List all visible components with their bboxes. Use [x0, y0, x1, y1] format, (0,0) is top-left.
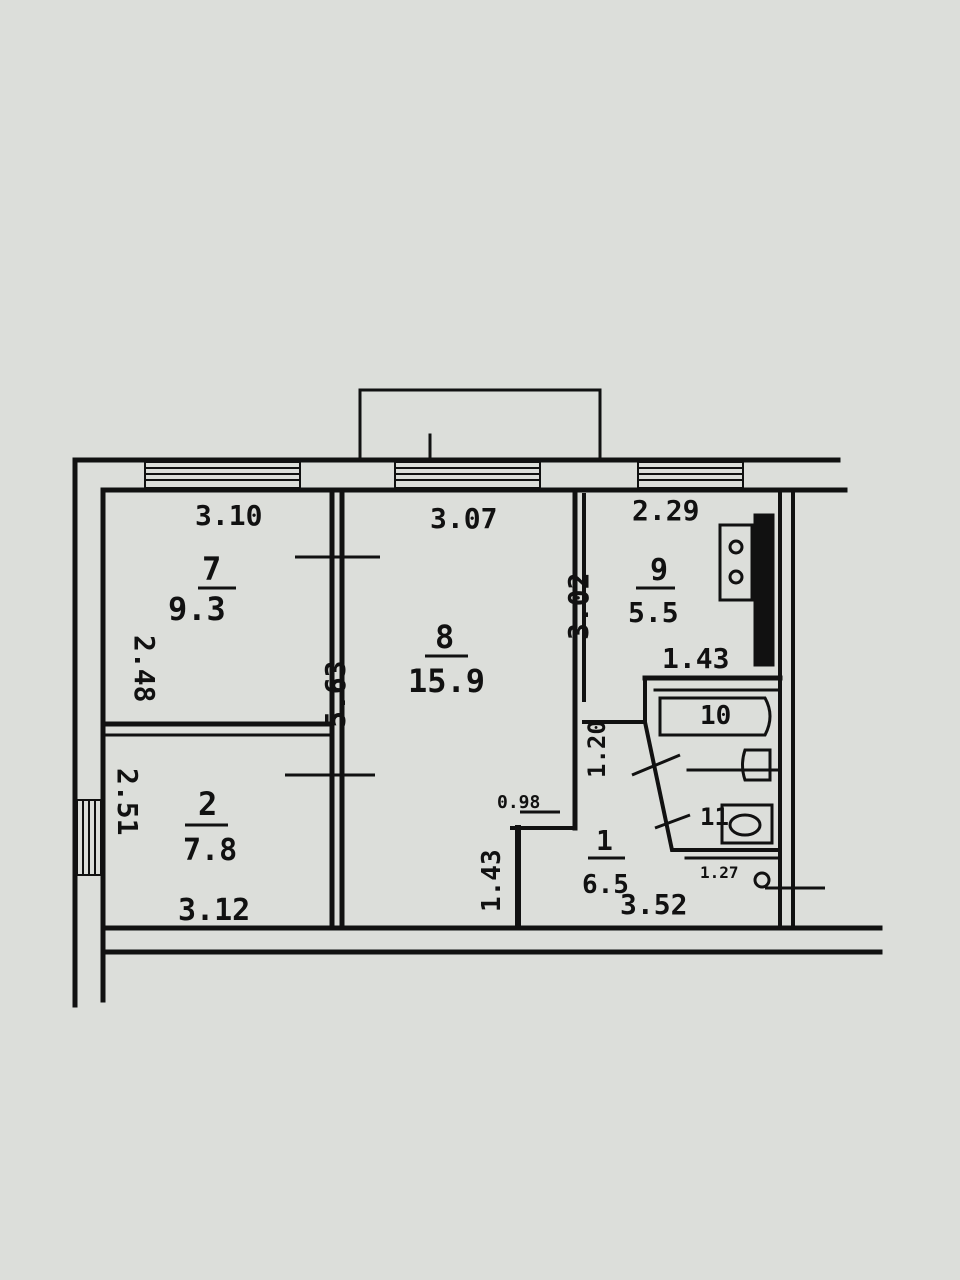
- toilet-icon: [720, 803, 774, 889]
- room-2-width: 3.12: [178, 893, 250, 928]
- room-8-number: 8: [435, 618, 454, 656]
- room-1: 1.20 0.98 1.43 1 6.5 3.52: [477, 720, 687, 921]
- windows: [76, 461, 744, 876]
- corridor-dim-2: 0.98: [497, 792, 540, 813]
- room-2-number: 2: [198, 785, 217, 823]
- room-9-number: 9: [650, 553, 668, 588]
- room-8-width: 3.07: [430, 502, 497, 535]
- room-8-area: 15.9: [408, 662, 485, 700]
- room-9-depth: 3.02: [562, 573, 595, 640]
- walls: [72, 388, 883, 1008]
- room-7-depth: 2.48: [128, 635, 161, 702]
- room-11-number: 11: [700, 803, 729, 831]
- room-1-number: 1: [596, 824, 613, 857]
- room-2-depth: 2.51: [111, 768, 144, 835]
- kitchen-lower-dim: 1.43: [662, 642, 729, 675]
- room-10: 10: [700, 701, 731, 731]
- room-7-area: 9.3: [168, 590, 226, 628]
- corridor-dim-3: 1.43: [477, 849, 507, 912]
- room-8: 3.07 5.63 8 15.9: [319, 502, 497, 728]
- room-9: 2.29 3.02 9 5.5 1.43: [562, 494, 729, 675]
- stove-icon: [718, 513, 775, 667]
- room-2: 2 7.8 2.51 3.12: [111, 768, 250, 928]
- bath-dim: 1.27: [700, 863, 739, 882]
- room-2-area: 7.8: [183, 833, 237, 868]
- corridor-dim-1: 1.20: [583, 720, 611, 778]
- room-1-area: 6.5: [582, 870, 629, 900]
- room-7-width: 3.10: [195, 499, 262, 532]
- door-marks: [285, 555, 825, 890]
- room-7: 3.10 2.48 7 9.3: [128, 499, 262, 702]
- room-9-width: 2.29: [632, 494, 699, 527]
- room-11: 11 1.27: [700, 803, 739, 882]
- room-7-number: 7: [202, 550, 221, 588]
- room-9-area: 5.5: [628, 596, 679, 629]
- room-1-width: 3.52: [620, 888, 687, 921]
- bathtub-icon: [658, 696, 772, 782]
- room-8-depth: 5.63: [319, 661, 352, 728]
- room-10-number: 10: [700, 701, 731, 731]
